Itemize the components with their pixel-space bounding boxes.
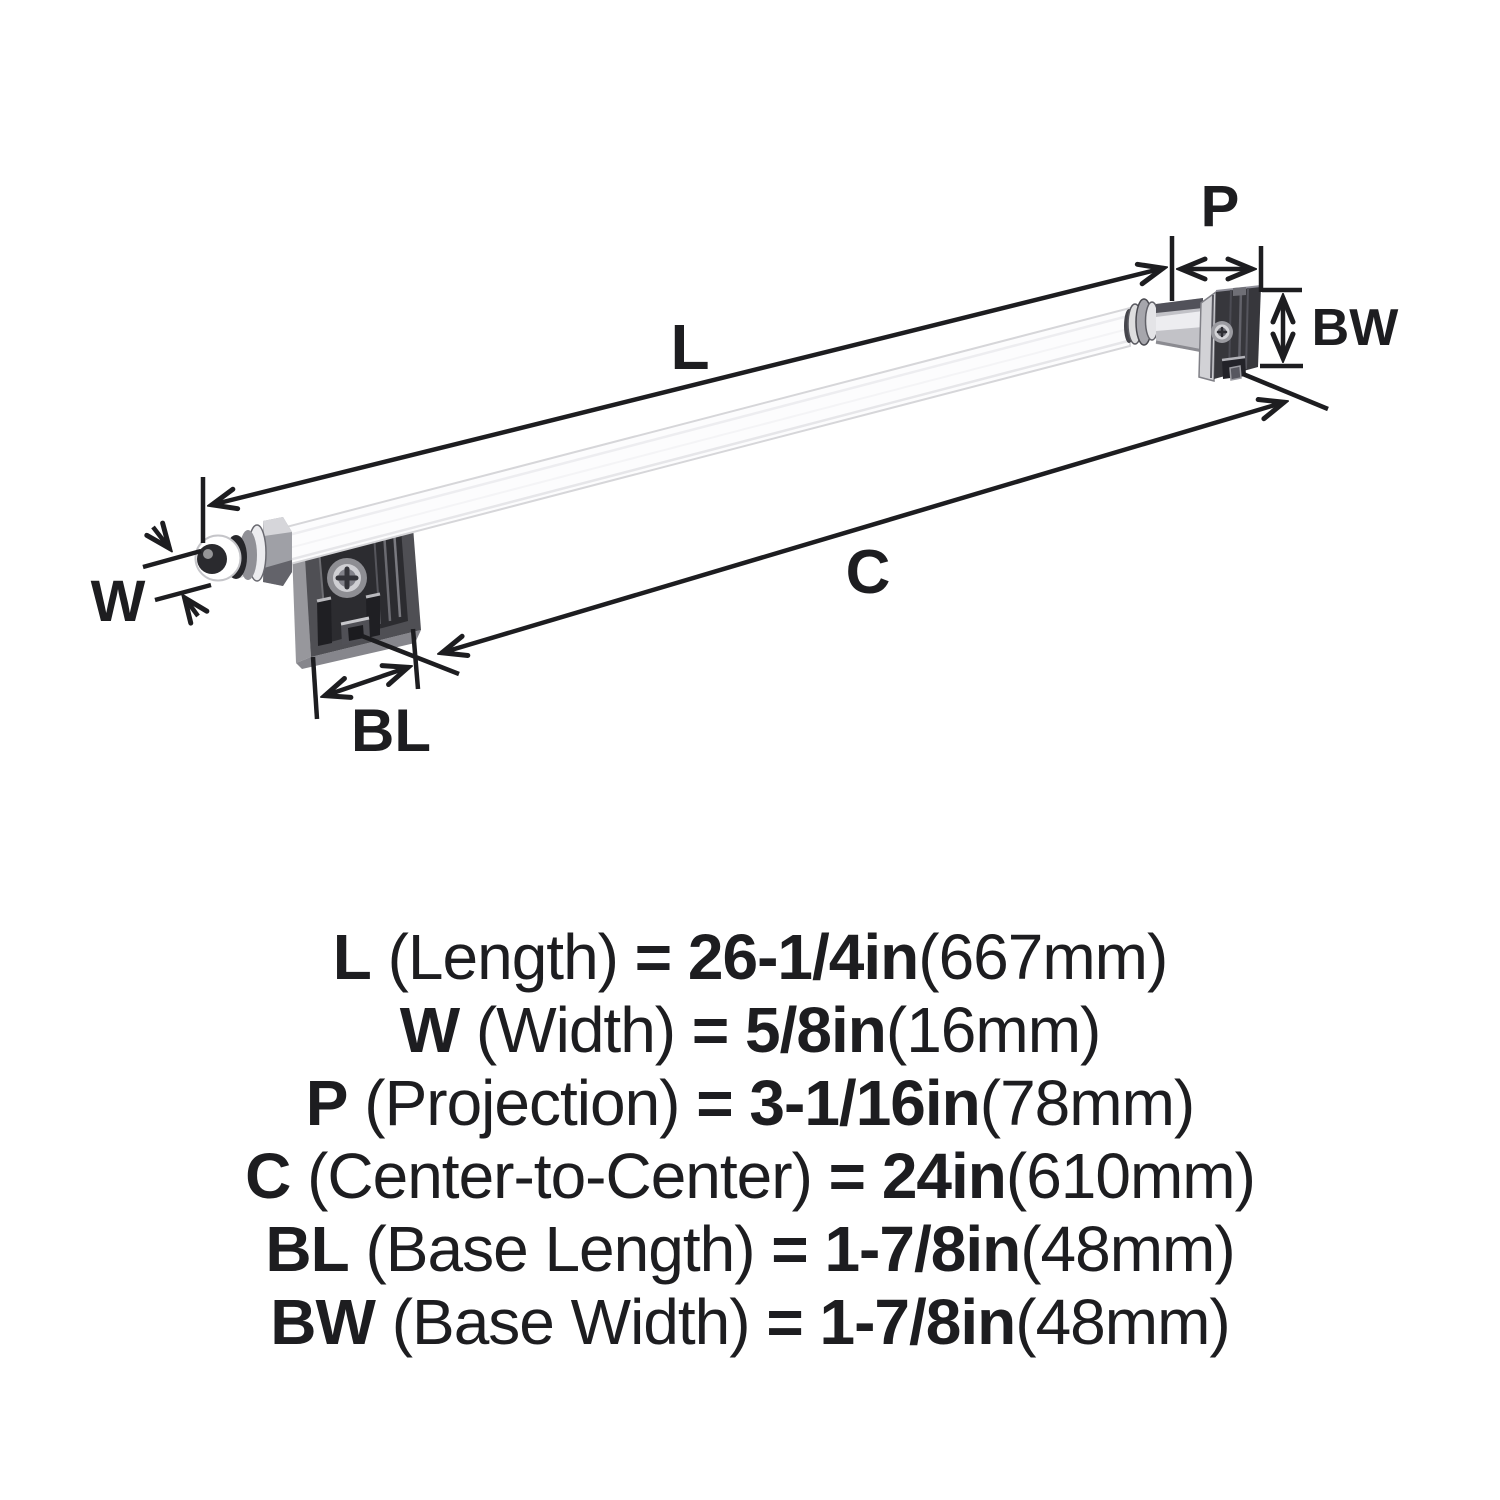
towel-bar-diagram: L C P W BL BW xyxy=(91,174,1400,764)
dimension-lines xyxy=(142,236,1329,720)
c-extension-left xyxy=(361,633,460,677)
w-arrow-top xyxy=(153,527,170,549)
spec-description: (Length) xyxy=(370,921,635,993)
w-arrow-bottom xyxy=(184,597,198,616)
spec-row: W (Width) = 5/8in(16mm) xyxy=(0,994,1500,1067)
spec-row: P (Projection) = 3-1/16in(78mm) xyxy=(0,1067,1500,1140)
spec-metric: (78mm) xyxy=(979,1067,1195,1139)
spec-description: (Width) xyxy=(459,994,692,1066)
spec-metric: (48mm) xyxy=(1020,1213,1235,1285)
spec-list: L (Length) = 26-1/4in(667mm) W (Width) =… xyxy=(0,921,1500,1359)
spec-symbol: L xyxy=(332,921,372,993)
spec-value: = 24in xyxy=(828,1140,1007,1212)
spec-value: = 3-1/16in xyxy=(696,1067,980,1139)
label-base-width: BW xyxy=(1312,299,1400,357)
spec-metric: (48mm) xyxy=(1015,1286,1230,1358)
bl-extension-left xyxy=(310,656,320,720)
spec-value: = 1-7/8in xyxy=(766,1286,1016,1358)
right-bracket xyxy=(1124,285,1262,382)
w-extension-bottom xyxy=(154,582,212,603)
spec-description: (Center-to-Center) xyxy=(290,1140,829,1212)
l-dimension-line xyxy=(211,268,1164,505)
spec-symbol: BW xyxy=(270,1286,376,1358)
spec-row: C (Center-to-Center) = 24in(610mm) xyxy=(0,1140,1500,1213)
spec-metric: (667mm) xyxy=(918,921,1168,993)
spec-description: (Projection) xyxy=(347,1067,697,1139)
spec-row: L (Length) = 26-1/4in(667mm) xyxy=(0,921,1500,994)
c-extension-right xyxy=(1242,371,1329,412)
spec-description: (Base Width) xyxy=(374,1286,767,1358)
spec-row: BL (Base Length) = 1-7/8in(48mm) xyxy=(0,1213,1500,1286)
spec-description: (Base Length) xyxy=(348,1213,772,1285)
spec-metric: (610mm) xyxy=(1005,1140,1256,1212)
label-projection: P xyxy=(1201,174,1240,239)
label-width: W xyxy=(91,569,146,634)
spec-symbol: BL xyxy=(265,1213,349,1285)
spec-metric: (16mm) xyxy=(885,994,1101,1066)
right-bracket-screw xyxy=(1211,321,1233,343)
w-extension-top xyxy=(142,548,202,570)
bl-dimension-line xyxy=(324,667,409,696)
label-length: L xyxy=(670,311,709,383)
spec-row: BW (Base Width) = 1-7/8in(48mm) xyxy=(0,1286,1500,1359)
left-bracket-clips xyxy=(316,592,381,646)
right-bracket-clip xyxy=(1221,355,1246,381)
right-bracket-plate xyxy=(1214,286,1261,379)
right-bracket-top-tab xyxy=(1233,287,1246,296)
label-center: C xyxy=(846,538,891,607)
spec-symbol: P xyxy=(305,1067,349,1139)
spec-symbol: W xyxy=(399,994,460,1066)
spec-value: = 1-7/8in xyxy=(771,1213,1021,1285)
left-bracket-bottom-bevel xyxy=(296,630,421,669)
spec-symbol: C xyxy=(245,1140,291,1212)
left-post-collar xyxy=(194,517,292,586)
label-base-length: BL xyxy=(351,697,431,764)
spec-value: = 26-1/4in xyxy=(634,921,919,993)
c-dimension-line xyxy=(441,402,1285,653)
spec-value: = 5/8in xyxy=(691,994,887,1066)
left-bracket-screw xyxy=(327,558,367,598)
